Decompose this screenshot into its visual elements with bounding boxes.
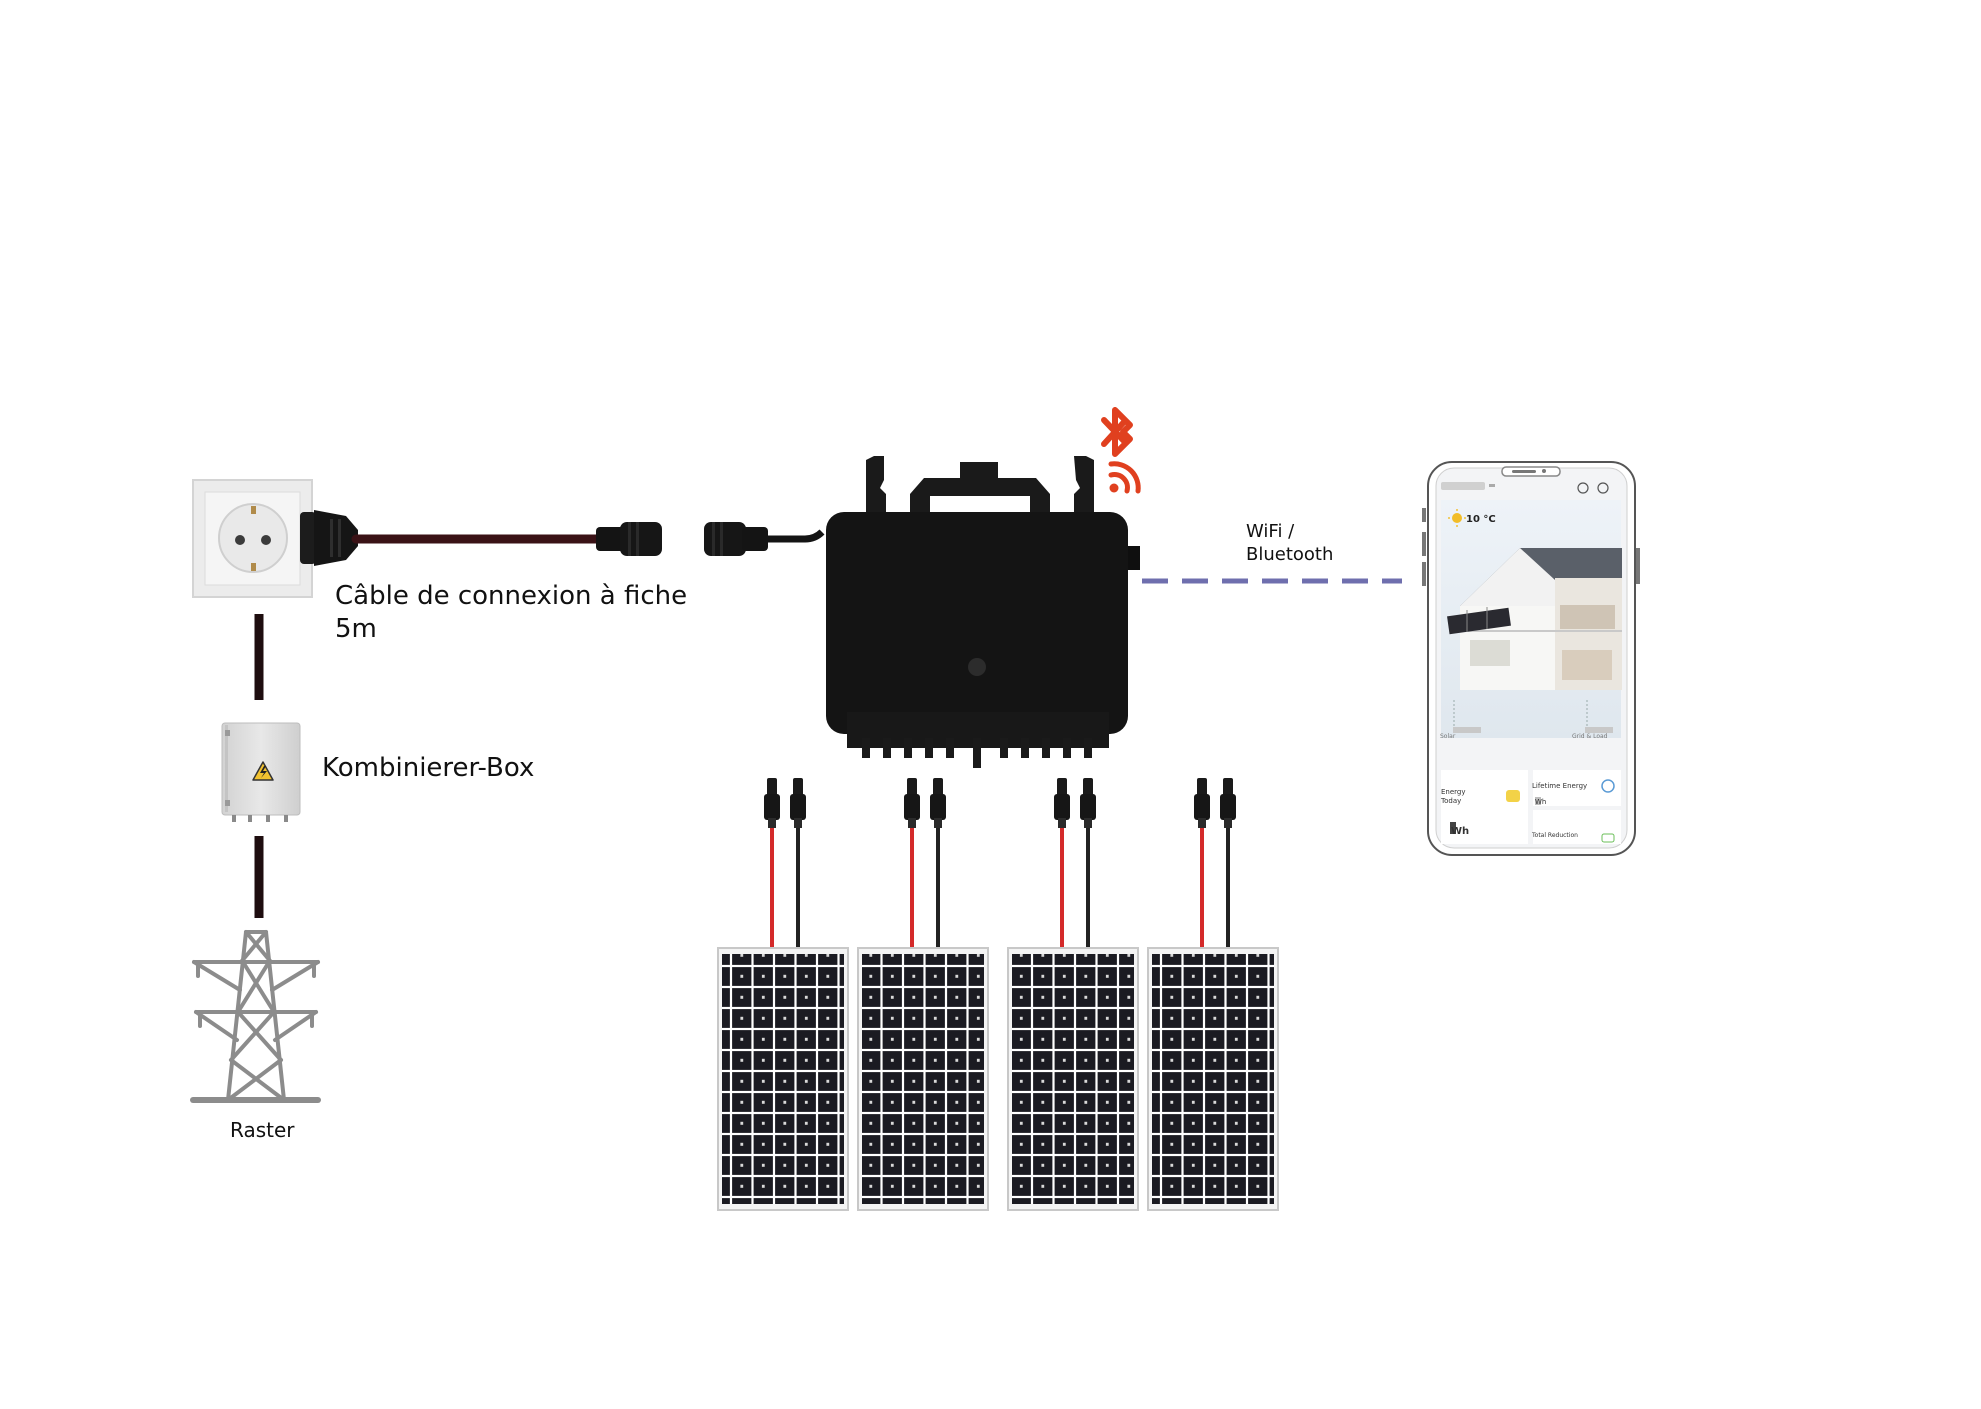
pv-leads	[764, 778, 1236, 948]
pv-lead-pair	[1194, 778, 1236, 948]
pv-lead-pair	[904, 778, 946, 948]
temperature-readout: 10 °C	[1466, 514, 1496, 525]
ac-connector-male	[596, 522, 662, 556]
phone-app-screen	[1441, 482, 1622, 844]
mc4-connector-gland	[934, 818, 942, 828]
communication-label: WiFi / Bluetooth	[1246, 521, 1334, 565]
ac-connector-female	[704, 522, 825, 556]
mc4-connector-tip	[1223, 778, 1233, 796]
lifetime-energy-unit: Wh	[1535, 798, 1547, 806]
wifi-icon	[1108, 461, 1141, 494]
mc4-connector-body	[1194, 794, 1210, 820]
energy-today-unit: Wh	[1451, 826, 1470, 837]
solar-panel	[1007, 947, 1139, 1211]
mc4-connector-gland	[1058, 818, 1066, 828]
mc4-connector-body	[904, 794, 920, 820]
solar-panel	[857, 947, 989, 1211]
power-pylon-icon	[190, 930, 321, 1103]
mc4-connector-tip	[1057, 778, 1067, 796]
sun-icon	[1448, 509, 1466, 527]
mc4-connector-body	[790, 794, 806, 820]
solar-caption: Solar	[1440, 733, 1456, 740]
solar-panel	[1147, 947, 1279, 1211]
panel-cells	[722, 954, 844, 1204]
mc4-connector-tip	[793, 778, 803, 796]
lifetime-energy-label: Lifetime Energy	[1532, 782, 1588, 790]
solar-panel	[717, 947, 849, 1211]
mc4-connector-gland	[768, 818, 776, 828]
mc4-connector-gland	[1084, 818, 1092, 828]
total-reduction-label: Total Reduction	[1532, 832, 1578, 839]
cable-label: Câble de connexion à fiche 5m	[335, 581, 688, 644]
bluetooth-icon	[1101, 407, 1133, 457]
mc4-connector-tip	[767, 778, 777, 796]
solar-panels	[717, 947, 1279, 1211]
mc4-connector-body	[930, 794, 946, 820]
mc4-connector-gland	[794, 818, 802, 828]
grid-label: Raster	[230, 1118, 295, 1142]
combiner-box-label: Kombinierer-Box	[322, 753, 535, 783]
mc4-connector-body	[1054, 794, 1070, 820]
pv-lead-pair	[764, 778, 806, 948]
wall-socket	[192, 479, 313, 598]
mc4-connector-tip	[933, 778, 943, 796]
mc4-connector-tip	[1197, 778, 1207, 796]
mc4-connector-tip	[907, 778, 917, 796]
energy-today-label: Energy Today	[1441, 788, 1466, 805]
grid-load-caption: Grid & Load	[1572, 733, 1608, 740]
mc4-connector-body	[1220, 794, 1236, 820]
panel-cells	[862, 954, 984, 1204]
mc4-connector-tip	[1083, 778, 1093, 796]
mc4-connector-gland	[908, 818, 916, 828]
pv-lead-pair	[1054, 778, 1096, 948]
mc4-connector-body	[764, 794, 780, 820]
plug	[300, 510, 358, 566]
warning-icon	[252, 761, 274, 781]
mc4-connector-body	[1080, 794, 1096, 820]
microinverter	[826, 456, 1140, 768]
panel-cells	[1152, 954, 1274, 1204]
mc4-connector-gland	[1198, 818, 1206, 828]
mc4-connector-gland	[1224, 818, 1232, 828]
panel-cells	[1012, 954, 1134, 1204]
